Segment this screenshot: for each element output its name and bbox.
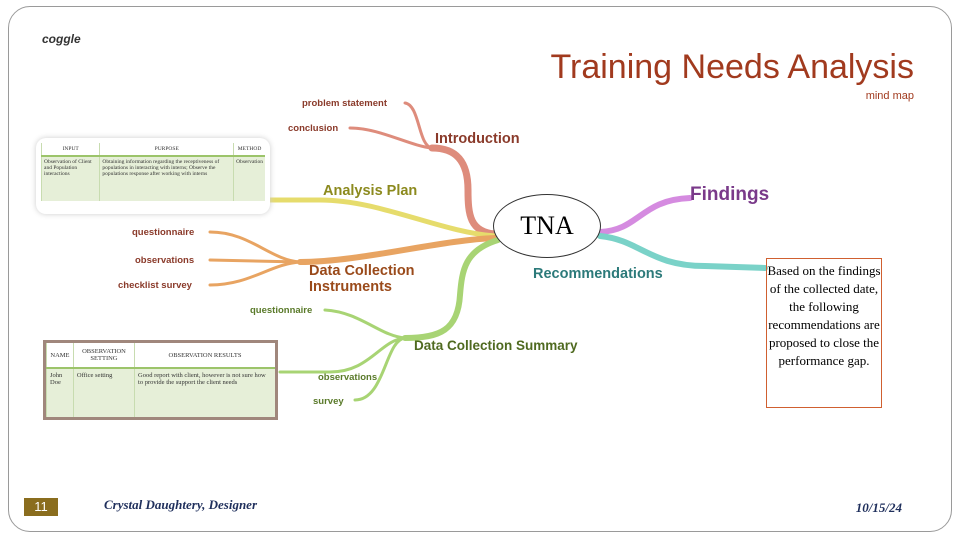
node-questionnaire-summary[interactable]: questionnaire: [250, 305, 313, 316]
node-survey[interactable]: survey: [313, 396, 344, 407]
branch-recommendations: [597, 233, 768, 271]
cell-results: Good report with client, however is not …: [134, 368, 275, 417]
th-name: NAME: [46, 343, 74, 369]
branch-observations-2: [278, 336, 407, 374]
node-observations-summary[interactable]: observations: [318, 372, 378, 383]
cell-purpose: Obtaining information regarding the rece…: [99, 156, 234, 201]
branch-findings: [597, 195, 693, 235]
node-observations-instr[interactable]: observations: [135, 255, 195, 266]
page-number: 11: [24, 498, 58, 516]
node-recommendations[interactable]: Recommendations: [533, 266, 663, 282]
branch-observations-1: [208, 258, 302, 264]
th-purpose: PURPOSE: [99, 143, 234, 157]
slide-frame: [8, 6, 952, 532]
cell-name: John Doe: [46, 368, 74, 417]
coggle-logo: coggle: [42, 32, 81, 46]
table-row: Observation of Client and Population int…: [40, 156, 265, 201]
branch-questionnaire-1: [208, 230, 302, 264]
branch-analysis-plan: [265, 197, 498, 239]
cell-setting: Office setting: [72, 368, 135, 417]
node-questionnaire-instr[interactable]: questionnaire: [132, 227, 195, 238]
instruments-line2: Instruments: [309, 279, 392, 295]
branch-instruments: [297, 235, 498, 265]
slide-subtitle: mind map: [865, 90, 914, 102]
node-checklist-survey[interactable]: checklist survey: [118, 280, 192, 291]
branch-introduction: [428, 144, 499, 238]
th-input: INPUT: [40, 143, 100, 157]
branch-survey: [353, 336, 407, 402]
branch-questionnaire-2: [323, 308, 407, 340]
cell-method: Observation: [233, 156, 265, 201]
node-findings[interactable]: Findings: [690, 184, 770, 205]
recommendations-note: Based on the findings of the collected d…: [766, 258, 882, 408]
branch-summary: [402, 237, 501, 341]
node-problem-statement[interactable]: problem statement: [302, 98, 387, 109]
slide-date: 10/15/24: [855, 500, 902, 515]
slide-title: Training Needs Analysis: [550, 48, 914, 86]
node-analysis-plan[interactable]: Analysis Plan: [323, 183, 418, 199]
th-method: METHOD: [233, 143, 265, 157]
cell-input: Observation of Client and Population int…: [40, 156, 100, 201]
node-conclusion[interactable]: conclusion: [288, 123, 339, 134]
node-introduction[interactable]: Introduction: [435, 131, 520, 147]
designer-credit: Crystal Daughtery, Designer: [104, 497, 257, 512]
th-results: OBSERVATION RESULTS: [134, 343, 275, 369]
branch-checklist: [208, 260, 302, 287]
branch-conclusion: [348, 126, 434, 150]
node-data-collection-summary[interactable]: Data Collection Summary: [414, 338, 578, 353]
th-setting: OBSERVATION SETTING: [72, 343, 135, 369]
center-node-tna[interactable]: TNA: [493, 194, 601, 258]
instruments-line1: Data Collection: [309, 263, 415, 279]
